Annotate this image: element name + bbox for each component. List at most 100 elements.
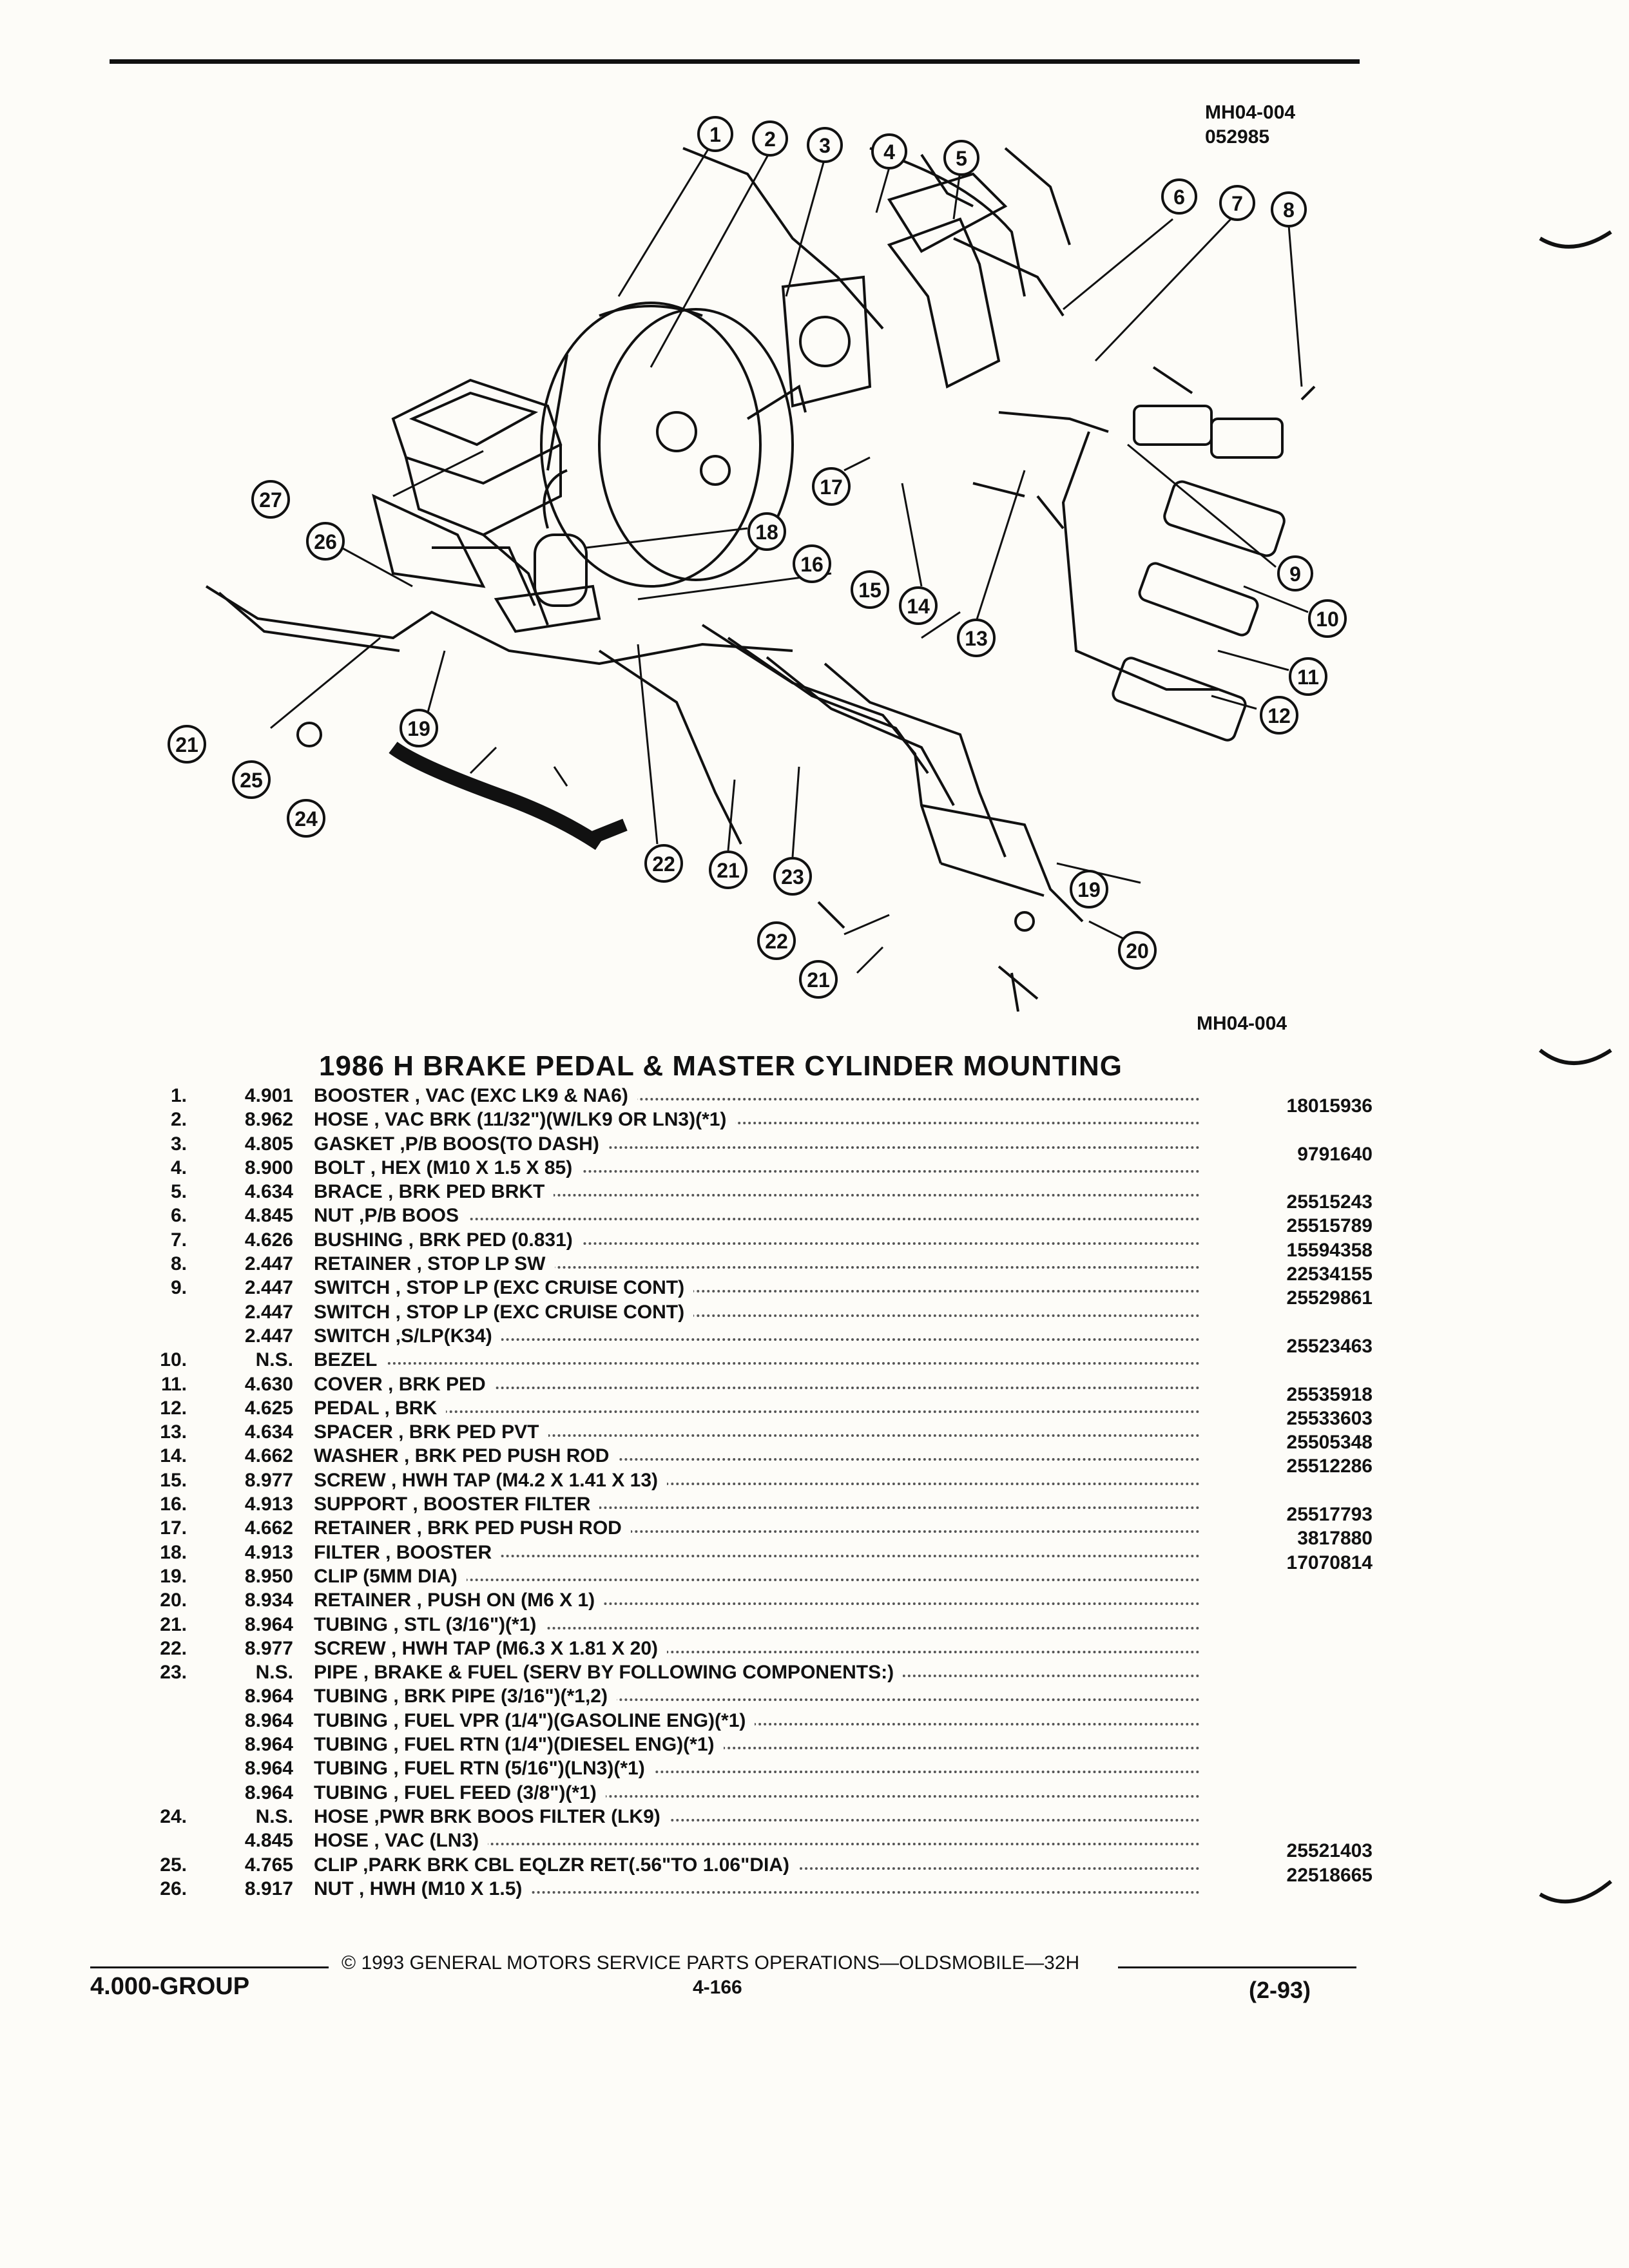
part-description: HOSE , VAC BRK (11/32")(W/LK9 OR LN3)(*1… [314, 1108, 736, 1131]
svg-text:9: 9 [1289, 562, 1301, 586]
callout-16: 16 [793, 544, 831, 583]
page-title: 1986 H BRAKE PEDAL & MASTER CYLINDER MOU… [319, 1050, 1123, 1082]
ref-number: 16. [160, 1494, 187, 1515]
callout-5: 5 [943, 140, 979, 176]
callout-27: 27 [251, 480, 290, 519]
ref-number: 6. [170, 1205, 187, 1227]
group-number: 8.977 [244, 1469, 293, 1491]
group-number: 8.964 [244, 1734, 293, 1756]
callout-22: 22 [644, 844, 683, 883]
part-description: SUPPORT , BOOSTER FILTER [314, 1492, 600, 1516]
part-description: NUT , HWH (M10 X 1.5) [314, 1877, 532, 1901]
svg-text:21: 21 [175, 733, 198, 756]
svg-text:11: 11 [1297, 666, 1319, 689]
ref-number: 18. [160, 1541, 187, 1563]
callout-1: 1 [697, 116, 733, 152]
part-description: HOSE , VAC (LN3) [314, 1829, 488, 1852]
group-number: 4.913 [244, 1494, 293, 1515]
svg-text:26: 26 [314, 530, 337, 553]
part-number: 18015936 [1286, 1095, 1373, 1117]
group-number: N.S. [255, 1349, 293, 1371]
part-number: 22534155 [1286, 1264, 1373, 1285]
svg-text:22: 22 [652, 852, 675, 876]
group-number: 8.964 [244, 1686, 293, 1707]
svg-text:24: 24 [294, 807, 318, 831]
ref-number: 3. [170, 1133, 187, 1155]
ref-number: 2. [170, 1109, 187, 1131]
callout-12: 12 [1260, 696, 1298, 735]
leader-dots [316, 1602, 1200, 1606]
copyright-notice: © 1993 GENERAL MOTORS SERVICE PARTS OPER… [342, 1952, 1080, 1974]
svg-text:14: 14 [907, 595, 930, 618]
callout-4: 4 [871, 133, 907, 169]
part-number: 25517793 [1286, 1504, 1373, 1526]
part-description: TUBING , FUEL VPR (1/4")(GASOLINE ENG)(*… [314, 1709, 755, 1733]
group-number: 8.964 [244, 1782, 293, 1803]
svg-text:25: 25 [240, 769, 263, 792]
leader-dots [316, 1218, 1200, 1221]
leader-dots [316, 1290, 1200, 1293]
group-number: 2.447 [244, 1325, 293, 1347]
leader-dots [316, 1650, 1200, 1653]
callout-19: 19 [400, 709, 438, 747]
page-number: 4-166 [693, 1977, 742, 1998]
callout-2: 2 [752, 120, 788, 157]
group-number: 4.765 [244, 1854, 293, 1876]
group-number: 8.964 [244, 1613, 293, 1635]
svg-text:10: 10 [1316, 608, 1339, 631]
svg-text:3: 3 [819, 134, 831, 157]
callout-3: 3 [807, 127, 843, 163]
group-number: 4.634 [244, 1421, 293, 1443]
parts-row: 23.N.S.PIPE , BRAKE & FUEL (SERV BY FOLL… [148, 1660, 1373, 1684]
svg-text:2: 2 [764, 128, 776, 151]
leader-dots [316, 1458, 1200, 1461]
svg-text:12: 12 [1268, 704, 1291, 727]
ref-number: 4. [170, 1157, 187, 1178]
group-number: 8.977 [244, 1637, 293, 1659]
ref-number: 22. [160, 1637, 187, 1659]
part-description: BOLT , HEX (M10 X 1.5 X 85) [314, 1156, 582, 1180]
leader-dots [316, 1482, 1200, 1485]
svg-text:13: 13 [965, 627, 988, 650]
leader-dots [316, 1698, 1200, 1702]
part-description: SCREW , HWH TAP (M4.2 X 1.41 X 13) [314, 1468, 668, 1492]
ref-number: 10. [160, 1349, 187, 1371]
leader-dots [316, 1098, 1200, 1100]
group-number: 8.962 [244, 1109, 293, 1131]
ref-number: 17. [160, 1517, 187, 1539]
part-description: PEDAL , BRK [314, 1396, 447, 1420]
svg-text:22: 22 [765, 930, 788, 953]
leader-dots [316, 1722, 1200, 1725]
leader-dots [316, 1362, 1200, 1365]
ref-number: 20. [160, 1590, 187, 1611]
parts-row: 10.N.S.BEZEL [148, 1348, 1373, 1372]
part-description: FILTER , BOOSTER [314, 1541, 501, 1564]
callout-14: 14 [899, 586, 938, 625]
part-description: RETAINER , BRK PED PUSH ROD [314, 1516, 631, 1540]
leader-dots [316, 1410, 1200, 1413]
svg-text:4: 4 [883, 140, 895, 164]
part-number: 25523463 [1286, 1335, 1373, 1357]
callout-7: 7 [1219, 185, 1255, 221]
group-label: 4.000-GROUP [90, 1973, 250, 2000]
part-number: 25521403 [1286, 1840, 1373, 1862]
leader-dots [316, 1146, 1200, 1149]
part-description: SWITCH , STOP LP (EXC CRUISE CONT) [314, 1276, 694, 1300]
part-description: BOOSTER , VAC (EXC LK9 & NA6) [314, 1084, 637, 1108]
ref-number: 19. [160, 1565, 187, 1587]
parts-row: 16. 4.913 SUPPORT , BOOSTER FILTER 25517793 [148, 1492, 1373, 1525]
part-description: GASKET ,P/B BOOS(TO DASH) [314, 1132, 608, 1156]
svg-text:7: 7 [1231, 192, 1243, 215]
svg-text:27: 27 [259, 488, 282, 512]
part-description: TUBING , FUEL RTN (1/4")(DIESEL ENG)(*1) [314, 1733, 724, 1756]
